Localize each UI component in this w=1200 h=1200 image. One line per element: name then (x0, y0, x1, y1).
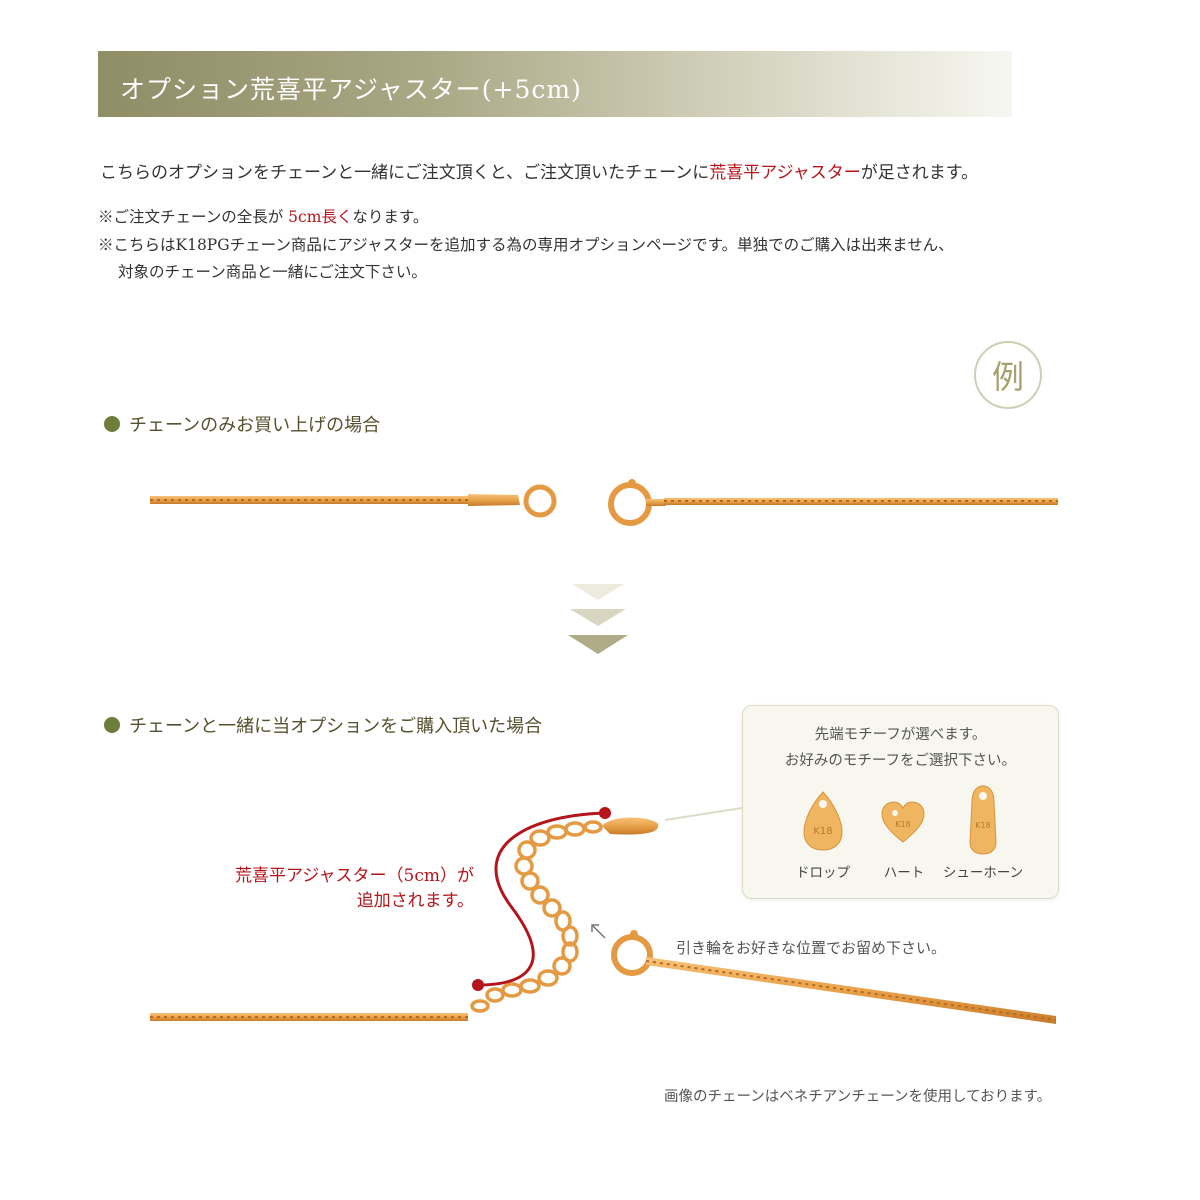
down-arrows-icon (568, 584, 628, 654)
curve-end-dot (599, 807, 611, 819)
length-note-after: なります。 (352, 208, 429, 226)
header-banner (98, 51, 1012, 117)
drop-tag-icon: K18 (803, 791, 843, 851)
option-note-line2: 対象のチェーン商品と一緒にご注文下さい。 (118, 263, 427, 281)
footer-note: 画像のチェーンはベネチアンチェーンを使用しております。 (664, 1089, 1052, 1105)
chain-only-illustration (150, 479, 1058, 526)
curve-start-dot (472, 979, 484, 991)
shoehorn-tag-icon: K18 (969, 785, 997, 855)
end-tag-with-ring (468, 484, 557, 518)
spring-ring-clasp (611, 930, 653, 976)
adjuster-illustration (150, 807, 1057, 1024)
heart-tag-stamp: K18 (895, 820, 910, 829)
clasp-hint-text: 引き輪をお好きな位置でお留め下さい。 (676, 939, 947, 957)
section-with-option-title: チェーンと一緒に当オプションをご購入頂いた場合 (129, 716, 543, 737)
option-note-line1: ※こちらはK18PGチェーン商品にアジャスターを追加する為の専用オプションページ… (98, 236, 954, 254)
chain-left-segment (150, 1013, 468, 1021)
motif-panel-line1: 先端モチーフが選べます。 (814, 727, 987, 743)
motif-label-heart[interactable]: ハート (883, 865, 925, 881)
bullet-dot-icon (104, 717, 120, 733)
motif-label-shoehorn[interactable]: シューホーン (942, 865, 1024, 881)
length-note-highlight: 5cm長く (288, 208, 353, 226)
bullet-dot-icon (104, 416, 120, 432)
section-chain-only-title: チェーンのみお買い上げの場合 (129, 415, 381, 436)
example-badge: 例 (974, 341, 1042, 409)
drop-tag-stamp: K18 (813, 826, 832, 837)
motif-connector-line (664, 807, 743, 821)
chain-left-segment (150, 496, 470, 504)
shoehorn-tag-stamp: K18 (975, 821, 990, 830)
adjuster-range-curve (477, 811, 606, 987)
page-title: オプション荒喜平アジャスター(+5cm) (120, 75, 582, 104)
chain-right-diagonal (645, 957, 1057, 1024)
motif-selection-panel: 先端モチーフが選べます。 お好みのモチーフをご選択下さい。 K18 ドロップ K… (742, 705, 1059, 899)
intro-text: こちらのオプションをチェーンと一緒にご注文頂くと、ご注文頂いたチェーンに荒喜平ア… (100, 158, 978, 183)
motif-panel-line2: お好みのモチーフをご選択下さい。 (784, 753, 1017, 769)
intro-before: こちらのオプションをチェーンと一緒にご注文頂くと、ご注文頂いたチェーンに (100, 163, 710, 183)
chain-right-segment (664, 498, 1058, 505)
motif-label-drop[interactable]: ドロップ (796, 865, 850, 881)
pointer-arrow-icon (591, 924, 606, 939)
intro-after: が足されます。 (860, 163, 979, 183)
length-note: ※ご注文チェーンの全長が 5cm長くなります。 (98, 205, 428, 227)
adjuster-label-line1: 荒喜平アジャスター（5cm）が (235, 866, 474, 886)
section-with-option-heading: チェーンと一緒に当オプションをご購入頂いた場合 (104, 712, 542, 738)
intro-highlight: 荒喜平アジャスター (709, 163, 861, 183)
length-note-before: ※ご注文チェーンの全長が (98, 208, 284, 226)
section-chain-only-heading: チェーンのみお買い上げの場合 (104, 411, 380, 437)
spring-ring-clasp (608, 479, 666, 526)
heart-tag-icon: K18 (881, 801, 925, 843)
adjuster-label-line2: 追加されます。 (356, 891, 474, 911)
drop-motif-end (602, 817, 659, 835)
adjuster-extension-chain (470, 820, 603, 1013)
